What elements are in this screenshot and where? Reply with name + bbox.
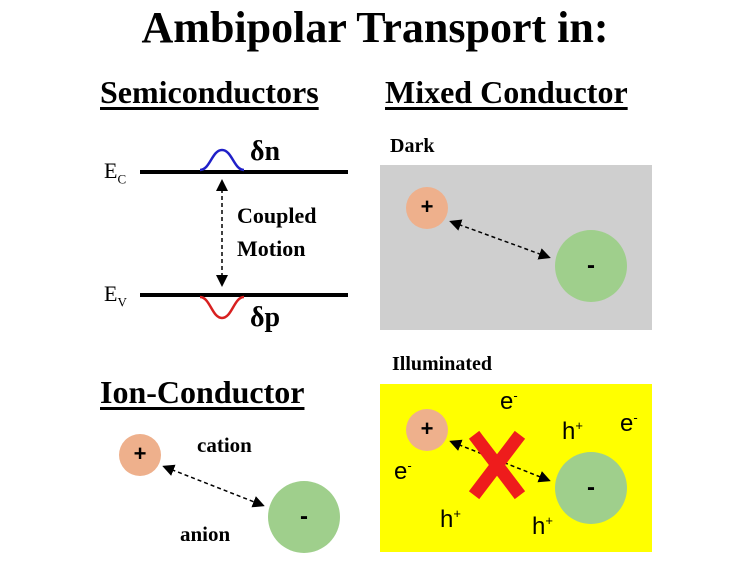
electron-perturbation-curve xyxy=(199,148,245,172)
page-title: Ambipolar Transport in: xyxy=(141,3,609,52)
carrier-electron: e- xyxy=(500,388,518,415)
broken-coupling-cross-icon xyxy=(468,430,526,500)
carrier-electron: e- xyxy=(620,410,638,437)
illuminated-label: Illuminated xyxy=(392,353,493,375)
illuminated-anion-circle xyxy=(555,452,627,524)
ion-coupling-arrow xyxy=(162,464,265,508)
dark-cation-sign: + xyxy=(420,194,434,219)
ec-label: EC xyxy=(104,158,127,187)
illuminated-anion-sign: - xyxy=(587,474,595,501)
cation-label: cation xyxy=(197,433,252,457)
dark-coupling-arrow xyxy=(449,219,551,260)
dark-anion-circle xyxy=(555,230,627,302)
semiconductors-heading: Semiconductors xyxy=(100,74,319,110)
carrier-electron: e- xyxy=(394,458,412,485)
illuminated-cation-sign: + xyxy=(420,416,434,441)
dark-cation-circle xyxy=(406,187,448,229)
coupled-label: Coupled xyxy=(237,203,317,228)
ion-anion-sign: - xyxy=(300,503,308,530)
carrier-hole: h+ xyxy=(440,506,461,533)
ion-conductor-heading: Ion-Conductor xyxy=(100,374,305,410)
dark-label: Dark xyxy=(390,135,435,157)
delta-p-label: δp xyxy=(250,302,281,333)
anion-label: anion xyxy=(180,522,231,546)
motion-label: Motion xyxy=(237,236,306,261)
delta-n-label: δn xyxy=(250,136,281,167)
dark-anion-sign: - xyxy=(587,252,595,279)
carrier-hole: h+ xyxy=(562,418,583,445)
mixed-conductor-heading: Mixed Conductor xyxy=(385,74,628,110)
hole-perturbation-curve xyxy=(199,295,245,320)
ev-label: EV xyxy=(104,281,127,310)
ion-cation-circle xyxy=(119,434,161,476)
illuminated-cation-circle xyxy=(406,409,448,451)
ion-anion-circle xyxy=(268,481,340,553)
ion-cation-sign: + xyxy=(133,441,147,466)
carrier-hole: h+ xyxy=(532,513,553,540)
